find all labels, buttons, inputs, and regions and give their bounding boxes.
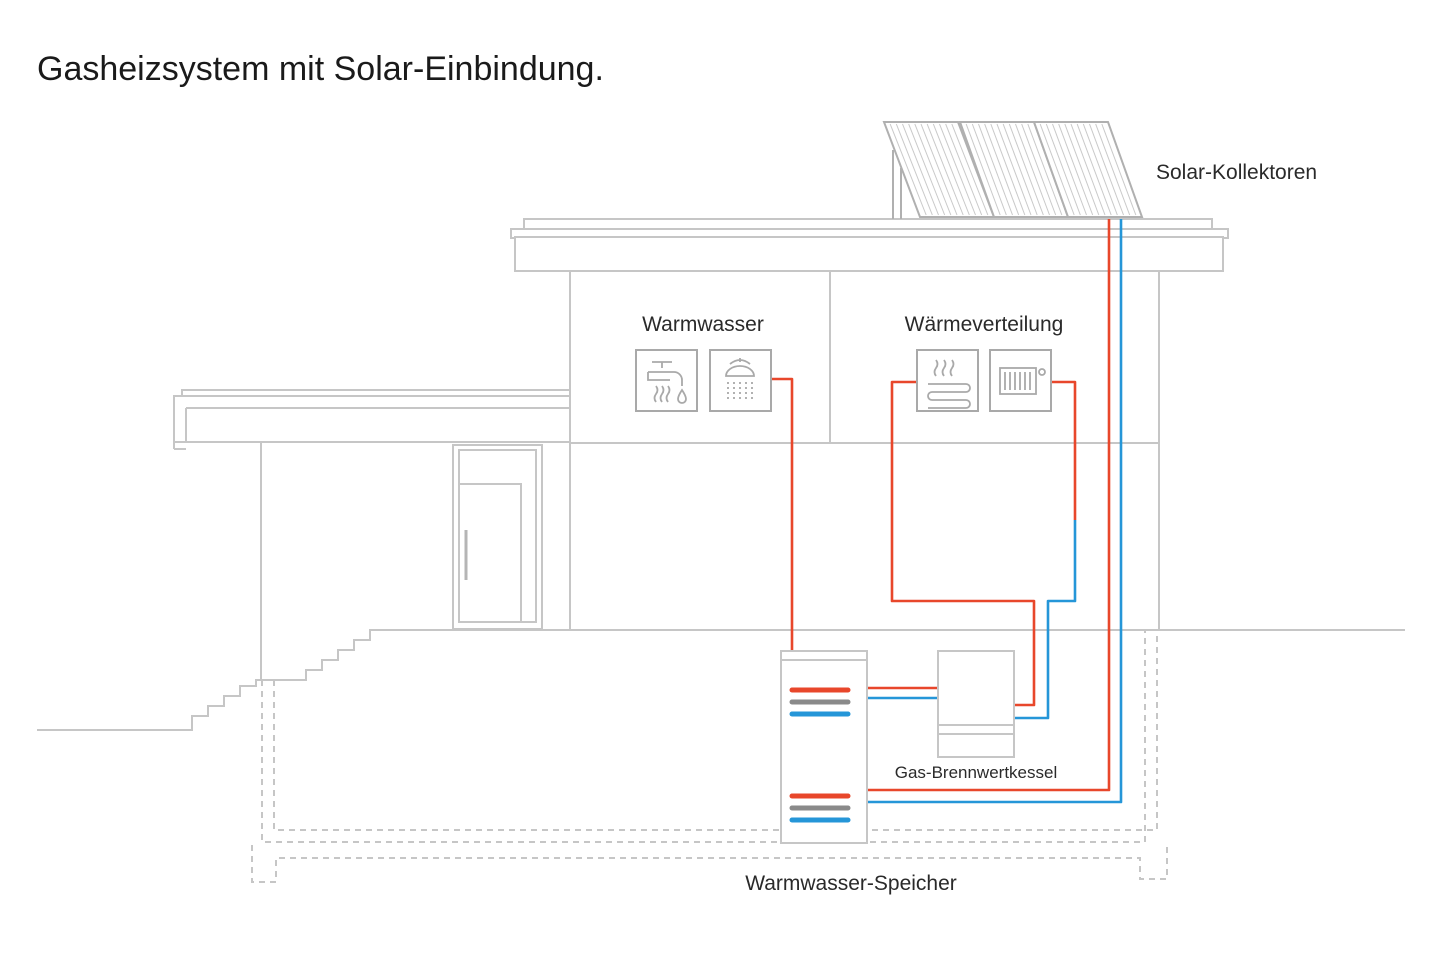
- heating-return-pipe: [1014, 380, 1077, 720]
- solar-return-pipe: [852, 219, 1123, 804]
- page-title: Gasheizsystem mit Solar-Einbindung.: [37, 50, 604, 88]
- heating-supply-pipe: [890, 380, 1036, 707]
- gas-boiler: [937, 650, 1015, 758]
- floor-heating-icon: [916, 349, 979, 412]
- annex-building: [173, 389, 571, 680]
- faucet-icon: [635, 349, 698, 412]
- shower-icon: [709, 349, 772, 412]
- heat-distribution-label: Wärmeverteilung: [905, 313, 1064, 336]
- hot-water-label: Warmwasser: [642, 313, 764, 336]
- hot-water-pipe: [772, 377, 794, 651]
- gas-boiler-label: Gas-Brennwertkessel: [895, 763, 1058, 782]
- main-building: [510, 218, 1229, 630]
- radiator-icon: [989, 349, 1052, 412]
- solar-collectors: [882, 121, 1144, 219]
- solar-collectors-label: Solar-Kollektoren: [1156, 161, 1317, 184]
- ground: [37, 629, 1405, 731]
- solar-supply-pipe: [852, 219, 1111, 792]
- storage-tank-label: Warmwasser-Speicher: [745, 872, 957, 895]
- storage-tank: [780, 650, 868, 844]
- basement-outline: [251, 630, 1168, 883]
- front-door: [452, 444, 543, 630]
